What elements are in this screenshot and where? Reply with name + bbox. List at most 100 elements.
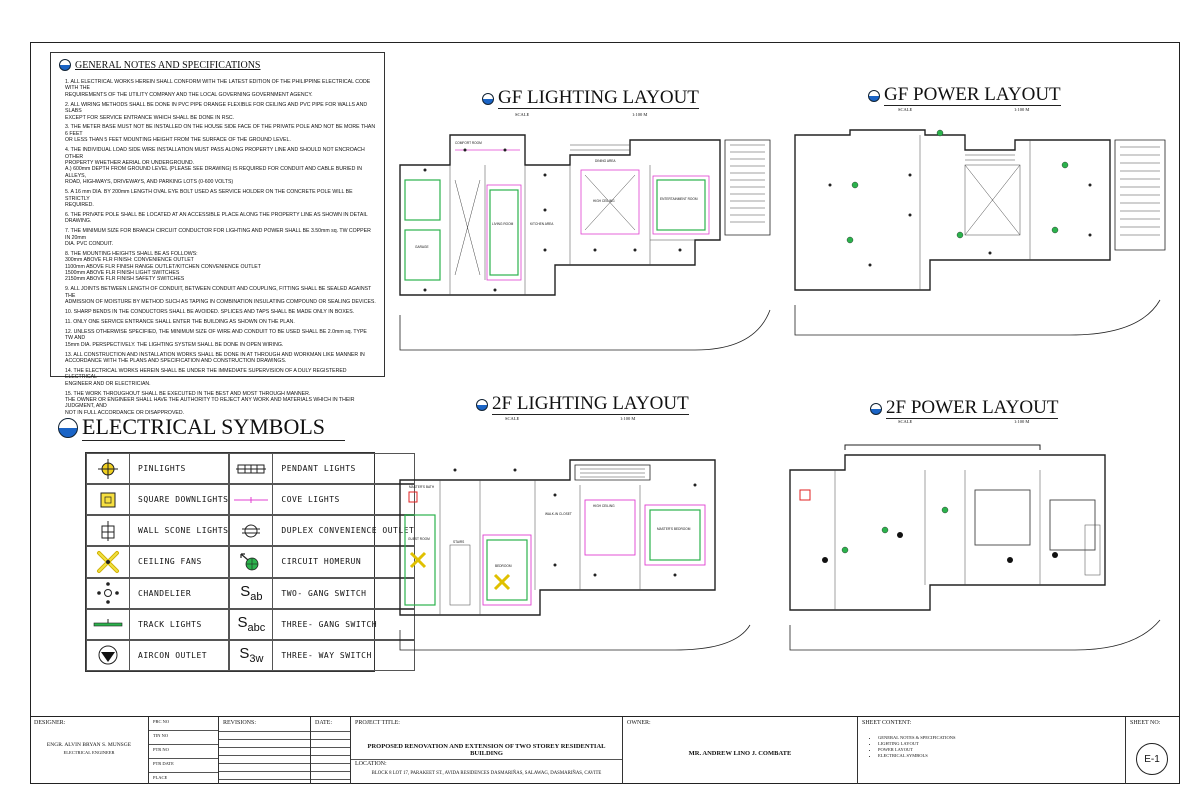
section-marker-icon	[870, 402, 882, 415]
legend-row: DUPLEX CONVENIENCE OUTLET	[229, 515, 416, 547]
legend-row: PINLIGHTS	[86, 453, 230, 485]
room-label: WALK-IN CLOSET	[545, 512, 572, 516]
2f-power-plan	[789, 444, 1161, 651]
three-way-switch-icon: S3w	[230, 640, 274, 670]
revisions-label: REVISIONS:	[223, 720, 257, 726]
license-field: PTR NO	[153, 747, 169, 752]
2f-power-title: 2F POWER LAYOUT	[870, 398, 1059, 419]
section-marker-icon	[59, 59, 71, 71]
designer-role: ELECTRICAL ENGINEER	[63, 750, 115, 755]
room-label: COMFORT ROOM	[455, 141, 482, 145]
license-field: TIN NO	[153, 733, 169, 738]
switch-letter: S	[239, 645, 250, 663]
chandelier-icon	[87, 578, 130, 608]
legend-row: WALL SCONE LIGHTS	[86, 515, 230, 547]
legend-label: CHANDELIER	[138, 588, 192, 598]
legend-label: TWO- GANG SWITCH	[281, 588, 367, 598]
two-gang-switch-icon: Sab	[230, 578, 274, 608]
legend-label: SQUARE DOWNLIGHTS	[138, 495, 229, 505]
section-marker-icon	[482, 92, 494, 105]
room-label: GARAGE	[415, 245, 429, 249]
duplex-outlet-icon	[230, 516, 274, 546]
section-marker-icon	[476, 398, 488, 411]
note-item: 5. A 16 mm DIA. BY 200mm LENGTH OVAL EYE…	[65, 189, 353, 208]
owner-name: MR. ANDREW LINO J. COMBATE	[688, 750, 792, 757]
note-item: 13. ALL CONSTRUCTION AND INSTALLATION WO…	[65, 351, 365, 365]
legend-label: PENDANT LIGHTS	[281, 464, 356, 474]
sheet-content-label: SHEET CONTENT:	[862, 720, 912, 726]
designer-label: DESIGNER:	[34, 720, 66, 726]
legend-label: PINLIGHTS	[138, 464, 186, 474]
legend-row: SQUARE DOWNLIGHTS	[86, 484, 230, 516]
note-item: 15. THE WORK THROUGHOUT SHALL BE EXECUTE…	[65, 390, 355, 416]
legend-row: CEILING FANS	[86, 546, 230, 578]
scale-value: 1:100 M	[1014, 107, 1030, 112]
sheet-content-item: POWER LAYOUT	[878, 747, 955, 753]
designer-cell: DESIGNER: ENGR. ALVIN BRYAN S. MUNSGE EL…	[30, 717, 148, 784]
gf-lighting-plan: COMFORT ROOM DINING AREA ENTERTAINMENT R…	[399, 134, 771, 351]
license-field: PRC NO	[153, 719, 170, 724]
legend-label: TRACK LIGHTS	[138, 619, 202, 629]
license-cell: PRC NO TIN NO PTR NO PTR DATE PLACE	[148, 717, 218, 784]
sheet-number-label: SHEET NO:	[1130, 720, 1161, 726]
room-label: DINING AREA	[595, 159, 616, 163]
notes-header: GENERAL NOTES AND SPECIFICATIONS	[59, 59, 376, 71]
date-cell: DATE:	[310, 717, 350, 784]
room-label: GUEST ROOM	[408, 537, 430, 541]
sheet-content-cell: SHEET CONTENT: GENERAL NOTES & SPECIFICA…	[857, 717, 1125, 784]
ceiling-fan-icon	[87, 547, 130, 577]
owner-cell: OWNER: MR. ANDREW LINO J. COMBATE	[622, 717, 857, 784]
owner-label: OWNER:	[627, 720, 651, 726]
scale-label: SCALE	[515, 112, 530, 117]
note-item: 11. ONLY ONE SERVICE ENTRANCE SHALL ENTE…	[65, 319, 295, 325]
legend-row: AIRCON OUTLET	[86, 639, 230, 671]
gf-power-plan	[794, 129, 1166, 336]
note-item: 8. THE MOUNTING HEIGHTS SHALL BE AS FOLL…	[65, 250, 261, 283]
location-text: BLOCK 8 LOT 17, PARAKEET ST., AVIDA RESI…	[371, 771, 602, 776]
legend-row: CHANDELIER	[86, 577, 230, 609]
room-label: BEDROOM	[495, 564, 512, 568]
note-item: 3. THE METER BASE MUST NOT BE INSTALLED …	[65, 124, 376, 144]
square-downlight-icon	[87, 485, 130, 515]
plan-title-text: GF LIGHTING LAYOUT	[498, 87, 699, 109]
note-item: 4. THE INDIVIDUAL LOAD SIDE WIRE INSTALL…	[65, 147, 365, 186]
room-label: LIVING ROOM	[492, 222, 514, 226]
switch-subscript: ab	[250, 591, 263, 604]
room-label: HIGH CEILING	[593, 199, 615, 203]
designer-name: ENGR. ALVIN BRYAN S. MUNSGE	[46, 742, 132, 748]
general-notes-panel: GENERAL NOTES AND SPECIFICATIONS 1. ALL …	[50, 52, 385, 416]
revisions-cell: REVISIONS:	[218, 717, 310, 784]
project-title: PROPOSED RENOVATION AND EXTENSION OF TWO…	[367, 743, 606, 757]
sheet-content-item: ELECTRICAL SYMBOLS	[878, 753, 955, 759]
switch-subscript: 3w	[249, 653, 264, 666]
room-label: KITCHEN AREA	[530, 222, 554, 226]
legend-row: Sabc THREE- GANG SWITCH	[229, 608, 416, 640]
sheet-content-item: LIGHTING LAYOUT	[878, 741, 955, 747]
note-item: 6. THE PRIVATE POLE SHALL BE LOCATED AT …	[65, 211, 368, 225]
2f-lighting-title: 2F LIGHTING LAYOUT	[476, 394, 689, 415]
scale-value: 1:100 M	[1014, 419, 1030, 424]
room-label: MASTER'S BEDROOM	[657, 527, 691, 531]
license-field: PTR DATE	[153, 761, 174, 766]
switch-letter: S	[237, 614, 248, 632]
switch-subscript: abc	[247, 622, 266, 635]
gf-power-title: GF POWER LAYOUT	[868, 85, 1061, 106]
symbols-legend-table: PINLIGHTS PENDANT LIGHTS SQUARE DOWNLIGH…	[85, 452, 416, 672]
legend-label: DUPLEX CONVENIENCE OUTLET	[281, 526, 415, 536]
notes-list: 1. ALL ELECTRICAL WORKS HEREIN SHALL CON…	[59, 79, 376, 416]
legend-label: THREE- WAY SWITCH	[281, 650, 372, 660]
scale-label: SCALE	[898, 419, 913, 424]
legend-label: CEILING FANS	[138, 557, 202, 567]
room-label: ENTERTAINMENT ROOM	[660, 197, 698, 201]
legend-label: AIRCON OUTLET	[138, 650, 208, 660]
project-label: PROJECT TITLE:	[355, 720, 400, 726]
three-gang-switch-icon: Sabc	[230, 609, 274, 639]
gf-lighting-title: GF LIGHTING LAYOUT	[482, 88, 699, 109]
legend-row: Sab TWO- GANG SWITCH	[229, 577, 416, 609]
sheet-number-cell: SHEET NO: E-1	[1125, 717, 1180, 784]
scale-label: SCALE	[898, 107, 913, 112]
legend-label: COVE LIGHTS	[281, 495, 340, 505]
date-label: DATE:	[315, 720, 332, 726]
legend-row: COVE LIGHTS	[229, 484, 416, 516]
section-marker-icon	[868, 89, 880, 102]
